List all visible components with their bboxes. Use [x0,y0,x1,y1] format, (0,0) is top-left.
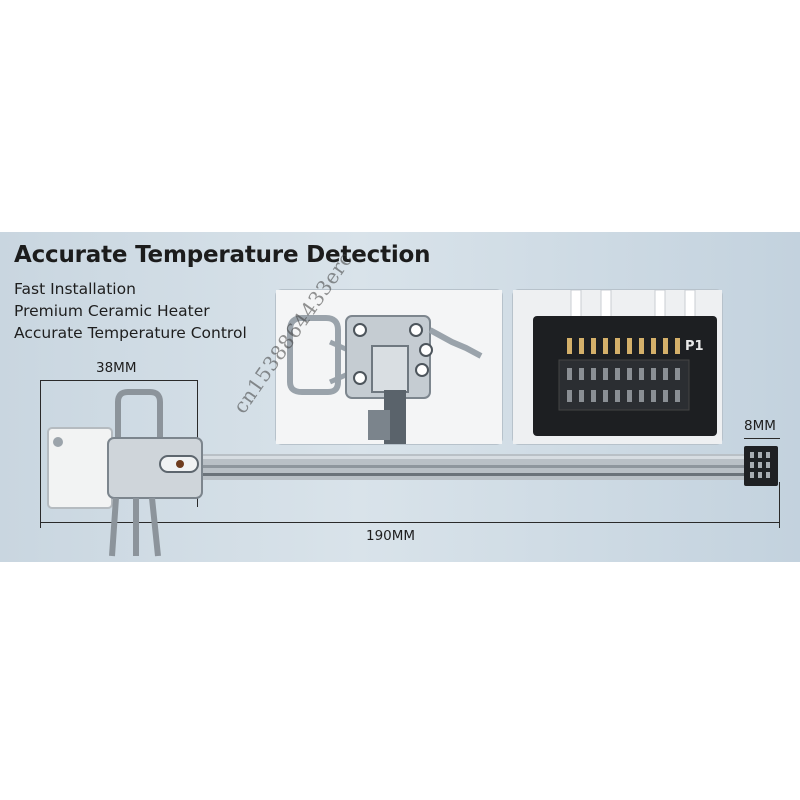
feature-item: Accurate Temperature Control [14,324,247,342]
connector-dimension-line [744,438,780,439]
feature-list: Fast Installation Premium Ceramic Heater… [14,278,247,344]
connector-marking: P1 [685,339,704,354]
length-dimension-line [40,522,780,523]
length-dimension-end-left [40,506,41,528]
heater-bracket-image [276,290,502,444]
width-dimension-label: 38MM [96,360,137,376]
connector-dimension-label: 8MM [744,418,776,434]
heater-closeup-photo [276,290,502,444]
feature-item: Premium Ceramic Heater [14,302,210,320]
connector-image: P1 [513,290,722,444]
product-banner: Accurate Temperature Detection Fast Inst… [0,232,800,562]
heater-assembly-image [47,389,778,557]
feature-item: Fast Installation [14,280,136,298]
length-dimension-label: 190MM [366,528,416,544]
banner-title: Accurate Temperature Detection [14,242,431,268]
length-dimension-end-right [779,482,780,528]
connector-closeup-photo: P1 [513,290,722,444]
